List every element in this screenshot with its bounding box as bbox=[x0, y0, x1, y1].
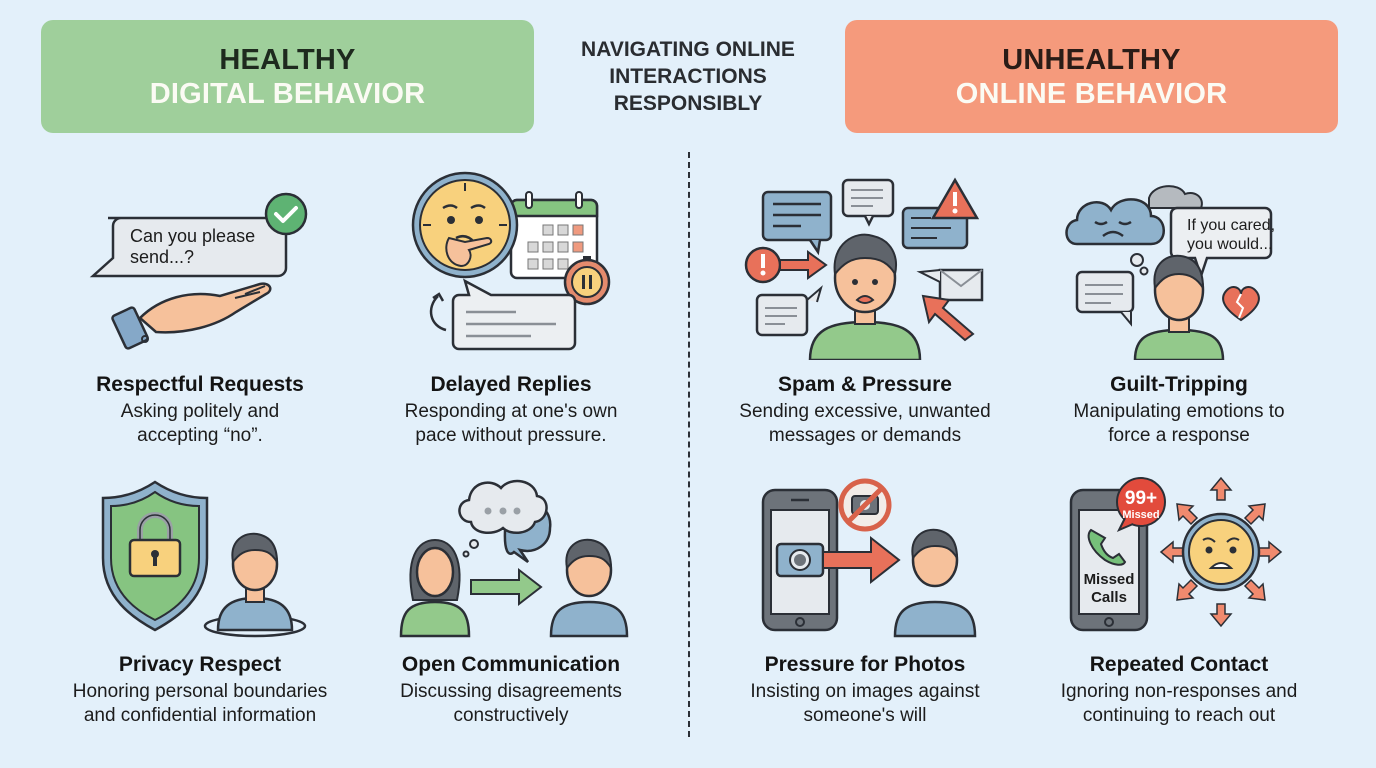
healthy-banner-line2: DIGITAL BEHAVIOR bbox=[149, 77, 426, 110]
healthy-banner: HEALTHY DIGITAL BEHAVIOR bbox=[41, 20, 534, 133]
page-title: NAVIGATING ONLINE INTERACTIONS RESPONSIB… bbox=[560, 36, 816, 117]
card-title: Repeated Contact bbox=[1089, 653, 1269, 676]
healthy-banner-line1: HEALTHY bbox=[219, 43, 356, 76]
card-title: Respectful Requests bbox=[96, 373, 304, 396]
svg-text:Calls: Calls bbox=[1091, 589, 1127, 606]
title-line2: INTERACTIONS bbox=[609, 65, 767, 88]
title-line1: NAVIGATING ONLINE bbox=[581, 38, 795, 61]
section-divider bbox=[688, 152, 690, 737]
svg-text:Missed: Missed bbox=[1122, 509, 1159, 521]
svg-text:you would...: you would... bbox=[1187, 236, 1272, 253]
clock-calendar-icon bbox=[361, 170, 661, 360]
unhealthy-banner-line1: UNHEALTHY bbox=[1002, 43, 1181, 76]
card-title: Pressure for Photos bbox=[764, 653, 966, 676]
hand-request-icon: Can you please send...? bbox=[50, 170, 350, 360]
no-camera-icon bbox=[715, 460, 1015, 650]
card-title: Spam & Pressure bbox=[778, 373, 952, 396]
conversation-icon bbox=[361, 460, 661, 650]
card-title: Delayed Replies bbox=[430, 373, 592, 396]
card-title: Open Communication bbox=[401, 653, 621, 676]
unhealthy-banner-line2: ONLINE BEHAVIOR bbox=[955, 77, 1228, 110]
guilt-icon: If you cared, you would... bbox=[1029, 170, 1329, 360]
card-title: Guilt-Tripping bbox=[1110, 373, 1248, 396]
svg-text:If you cared,: If you cared, bbox=[1187, 217, 1275, 234]
missed-calls-icon: Missed Calls 99+ Missed bbox=[1029, 460, 1329, 650]
svg-text:send...?: send...? bbox=[130, 247, 194, 267]
shield-lock-icon bbox=[50, 460, 350, 650]
svg-text:99+: 99+ bbox=[1125, 488, 1157, 509]
unhealthy-banner: UNHEALTHY ONLINE BEHAVIOR bbox=[845, 20, 1338, 133]
spam-icon bbox=[715, 170, 1015, 360]
card-title: Privacy Respect bbox=[118, 653, 282, 676]
svg-text:Can you please: Can you please bbox=[130, 226, 255, 246]
title-line3: RESPONSIBLY bbox=[613, 92, 763, 115]
svg-text:Missed: Missed bbox=[1084, 571, 1135, 588]
